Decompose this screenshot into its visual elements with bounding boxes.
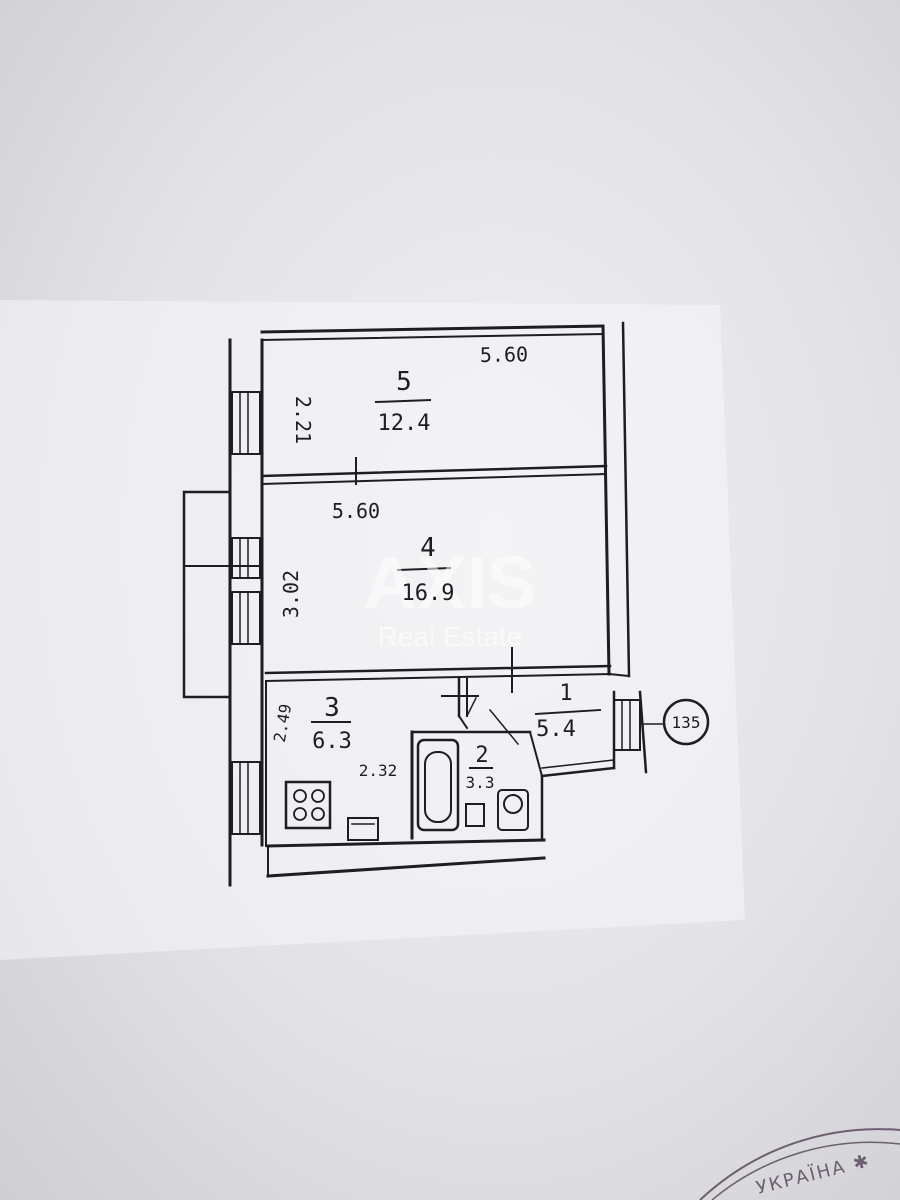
sink-icon (347, 817, 379, 841)
bathtub-icon (416, 738, 460, 832)
svg-text:УКРАЇНА ✱: УКРАЇНА ✱ (754, 1150, 872, 1199)
room-2-area: 3.3 (466, 773, 495, 792)
room-3-width: 2.32 (359, 761, 398, 780)
partition-4-lower (264, 647, 612, 697)
stove-icon (284, 780, 332, 830)
balcony (182, 490, 232, 699)
room-5-fraction-bar (374, 398, 432, 404)
room-3-number: 3 (324, 693, 340, 723)
entrance-marker (662, 698, 710, 746)
partition-5-4 (260, 457, 608, 486)
bottom-wall (265, 681, 546, 878)
paper-sheet (0, 300, 745, 960)
partition-kitchen (457, 677, 478, 730)
room-3-area: 6.3 (312, 729, 352, 754)
washbasin-icon (465, 803, 485, 827)
room-5-number: 5 (396, 367, 412, 397)
room-4-fraction-bar (396, 566, 452, 572)
room-5-depth: 2.21 (291, 396, 315, 444)
room-5-width: 5.60 (480, 342, 529, 367)
room-4-depth: 3.02 (279, 570, 303, 618)
room-4-number: 4 (420, 533, 436, 563)
room-1-fraction-bar (534, 708, 602, 716)
room-5-area: 12.4 (378, 411, 431, 436)
right-wall (601, 321, 631, 678)
room-4-width: 5.60 (332, 499, 380, 523)
corridor-walls (540, 690, 663, 778)
watermark-brand: AXIS (364, 541, 537, 624)
room-1-area: 5.4 (536, 717, 576, 742)
entrance-marker-label: 135 (672, 713, 701, 732)
bathroom-walls (410, 708, 544, 842)
watermark-subtitle: Real Estate (378, 621, 523, 652)
room-2-number: 2 (475, 743, 488, 768)
top-wall (260, 324, 605, 342)
room-4-area: 16.9 (402, 581, 455, 606)
room-1-number: 1 (559, 681, 572, 706)
stamp: УКРАЇНА ✱ (699, 1128, 900, 1200)
toilet-icon (497, 789, 529, 831)
